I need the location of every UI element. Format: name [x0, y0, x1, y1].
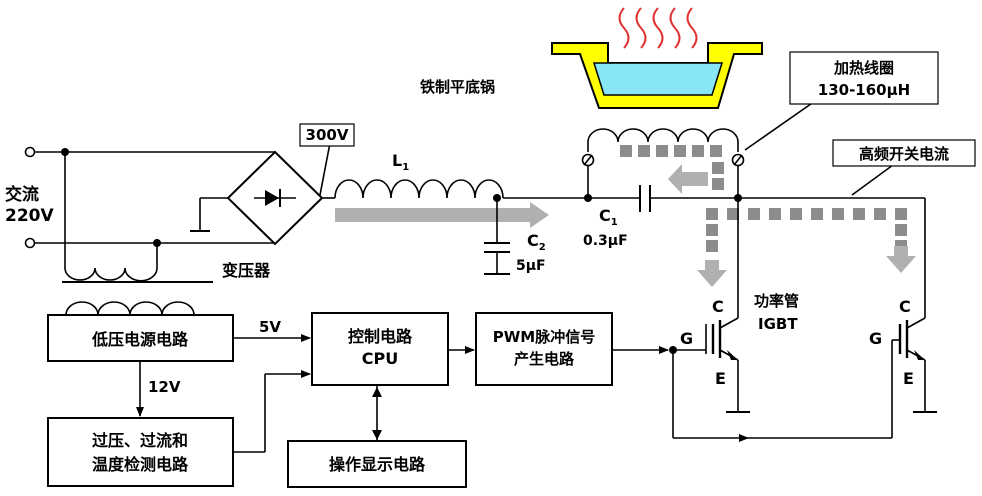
igbt2-g-label: G	[869, 329, 882, 348]
steam-line	[669, 7, 681, 49]
ac-label-line1: 交流	[5, 184, 39, 205]
resonant-current-path	[620, 145, 724, 194]
igbt-label-line1: 功率管	[754, 292, 799, 310]
v12-label: 12V	[148, 378, 181, 396]
transformer: 变压器	[62, 152, 271, 316]
cap2-label: C2	[527, 231, 546, 253]
inductor-label: L1	[392, 151, 409, 173]
inductor-l1: L1	[334, 151, 640, 199]
igbt2-e-label: E	[903, 369, 914, 388]
cap1-value: 0.3μF	[583, 233, 628, 249]
block-pwm-line1: PWM脉冲信号	[493, 328, 595, 346]
pot-water	[592, 62, 724, 96]
block-cpu-line1: 控制电路	[348, 327, 413, 346]
steam-line	[635, 7, 647, 49]
steam-line	[652, 7, 664, 49]
coil-label-line2: 130-160μH	[818, 81, 910, 99]
gate-drive-wiring	[612, 324, 900, 442]
igbt2-c-label: C	[899, 297, 911, 316]
capacitor-c1: C1 0.3μF	[583, 185, 925, 249]
block-low-voltage-label: 低压电源电路	[91, 330, 189, 349]
v5-label: 5V	[259, 318, 281, 336]
resonant-current-arrow	[668, 164, 708, 194]
igbt-label-line2: IGBT	[758, 315, 798, 333]
capacitor-c2: C2 5μF	[484, 194, 546, 275]
block-protection: 过压、过流和 温度检测电路	[47, 417, 234, 487]
hf-current-label: 高频开关电流	[859, 145, 949, 163]
igbt1-e-label: E	[715, 369, 726, 388]
block-protection-line2: 温度检测电路	[91, 455, 189, 474]
block-cpu-line2: CPU	[362, 349, 398, 368]
igbt1-g-label: G	[680, 329, 693, 348]
steam-line	[618, 7, 630, 49]
cap1-label: C1	[599, 206, 618, 228]
voltage-callout: 300V	[299, 123, 355, 196]
voltage-300-label: 300V	[306, 126, 349, 144]
ac-terminal-top	[24, 146, 36, 158]
pot-label: 铁制平底锅	[420, 78, 495, 96]
cap2-value: 5μF	[516, 258, 546, 274]
igbt-right: C G E	[869, 198, 937, 413]
switch-current-arrow-left	[697, 260, 727, 287]
ac-label-line2: 220V	[5, 206, 54, 226]
block-cpu: 控制电路 CPU	[311, 312, 449, 386]
switch-current-arrow-right	[886, 246, 916, 273]
pot: 铁制平底锅	[420, 7, 763, 109]
steam-line	[686, 7, 698, 49]
igbt-left: C G E 功率管 IGBT	[680, 198, 799, 413]
block-pwm: PWM脉冲信号 产生电路	[475, 312, 613, 386]
igbt1-c-label: C	[712, 297, 724, 316]
transformer-secondary-coil	[65, 301, 195, 316]
block-connections: 5V 12V	[136, 318, 475, 453]
coil-label-line1: 加热线圈	[833, 59, 894, 77]
block-display: 操作显示电路	[287, 440, 467, 488]
switching-current-path: 高频开关电流	[697, 139, 976, 287]
dc-current-arrow	[335, 202, 549, 228]
transformer-label: 变压器	[222, 261, 271, 280]
block-display-label: 操作显示电路	[329, 455, 426, 474]
ac-input: 交流 220V	[5, 146, 275, 249]
coil-callout: 加热线圈 130-160μH	[744, 51, 939, 151]
block-low-voltage-power: 低压电源电路	[47, 314, 234, 362]
ac-terminal-bottom	[24, 237, 36, 249]
block-pwm-line2: 产生电路	[514, 350, 575, 368]
bridge-rectifier	[190, 150, 335, 246]
transformer-primary-coil	[64, 267, 158, 282]
heating-coil	[581, 128, 745, 202]
block-protection-line1: 过压、过流和	[92, 431, 188, 450]
